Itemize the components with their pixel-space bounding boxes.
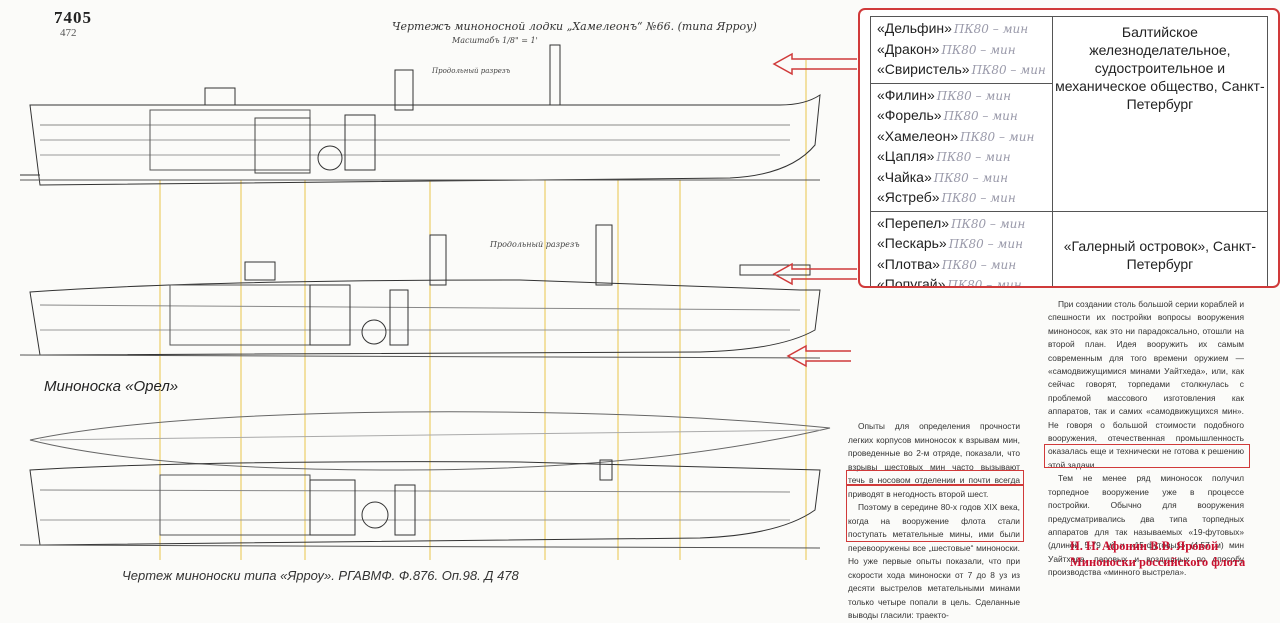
arrow-icon xyxy=(772,262,857,286)
archive-subnumber: 472 xyxy=(60,27,77,39)
ship-name: «Форель»ПК80 – мин xyxy=(877,107,1018,123)
arrow-icon xyxy=(772,52,857,76)
hull-profile-middle xyxy=(19,224,821,359)
highlight-box xyxy=(1044,444,1250,468)
ship-name: «Перепел»ПК80 – мин xyxy=(877,214,1026,231)
ship-name: «Попугай»ПК80 – мин xyxy=(877,276,1022,288)
paragraph: Тем не менее ряд миноносок получил торпе… xyxy=(1048,473,1244,578)
guide-lines xyxy=(159,60,807,560)
factory-galerny: «Галерный островок», Санкт-Петербург xyxy=(1051,210,1269,286)
book-credit: Н. Н. Афонин В.В. Яровой Миноноски росси… xyxy=(1070,538,1245,570)
ship-builders-table: «Дельфин»ПК80 – мин «Дракон»ПК80 – мин «… xyxy=(858,8,1280,288)
article-column-right: При создании столь большой серии корабле… xyxy=(1048,298,1244,580)
ship-name: «Ястреб»ПК80 – мин xyxy=(877,189,1016,205)
ship-name: «Плотва»ПК80 – мин xyxy=(877,255,1017,272)
highlight-box xyxy=(846,484,1024,542)
ship-group-2: «Филин»ПК80 – мин «Форель»ПК80 – мин «Ха… xyxy=(870,82,1053,212)
highlight-box xyxy=(846,470,1024,486)
ship-name: «Хамелеон»ПК80 – мин xyxy=(877,127,1035,144)
hull-plan-view xyxy=(29,411,831,471)
ship-name: «Дельфин»ПК80 – мин xyxy=(877,20,1029,36)
ship-name: «Дракон»ПК80 – мин xyxy=(877,40,1016,57)
paragraph: Опыты для определения прочности легких к… xyxy=(848,421,1020,499)
ship-drawing xyxy=(19,44,831,560)
drawing-title: Чертежъ миноносной лодки „Хамелеонъ“ №66… xyxy=(392,20,757,33)
ship-group-3: «Перепел»ПК80 – мин «Пескарь»ПК80 – мин … xyxy=(870,210,1053,288)
ship-group-1: «Дельфин»ПК80 – мин «Дракон»ПК80 – мин «… xyxy=(870,16,1053,84)
arrow-icon xyxy=(786,344,851,368)
paragraph: При создании столь большой серии корабле… xyxy=(1048,299,1244,470)
factory-baltic: Балтийское железноделательное, судострои… xyxy=(1051,16,1269,212)
ship-name: «Свиристель»ПК80 – мин xyxy=(877,61,1046,77)
hull-profile-top xyxy=(20,44,821,186)
section-label-middle: Продольный разрезъ xyxy=(490,240,580,249)
drawing-caption: Чертеж миноноски типа «Ярроу». РГАВМФ. Ф… xyxy=(122,568,519,583)
archive-number: 7405 xyxy=(54,8,92,27)
ship-name: «Пескарь»ПК80 – мин xyxy=(877,235,1023,251)
hull-profile-bottom xyxy=(19,459,821,549)
authors: Н. Н. Афонин В.В. Яровой xyxy=(1070,539,1219,553)
ship-name: «Цапля»ПК80 – мин xyxy=(877,148,1011,164)
ship-name: «Чайка»ПК80 – мин xyxy=(877,168,1008,185)
ship-name: «Филин»ПК80 – мин xyxy=(877,86,1011,103)
section-label-top: Продольный разрезъ xyxy=(432,67,511,75)
book-title: Миноноски российского флота xyxy=(1070,555,1246,569)
boat-label: Миноноска «Орел» xyxy=(44,378,179,395)
drawing-scale: Масштабъ 1/8" = 1' xyxy=(452,36,538,45)
